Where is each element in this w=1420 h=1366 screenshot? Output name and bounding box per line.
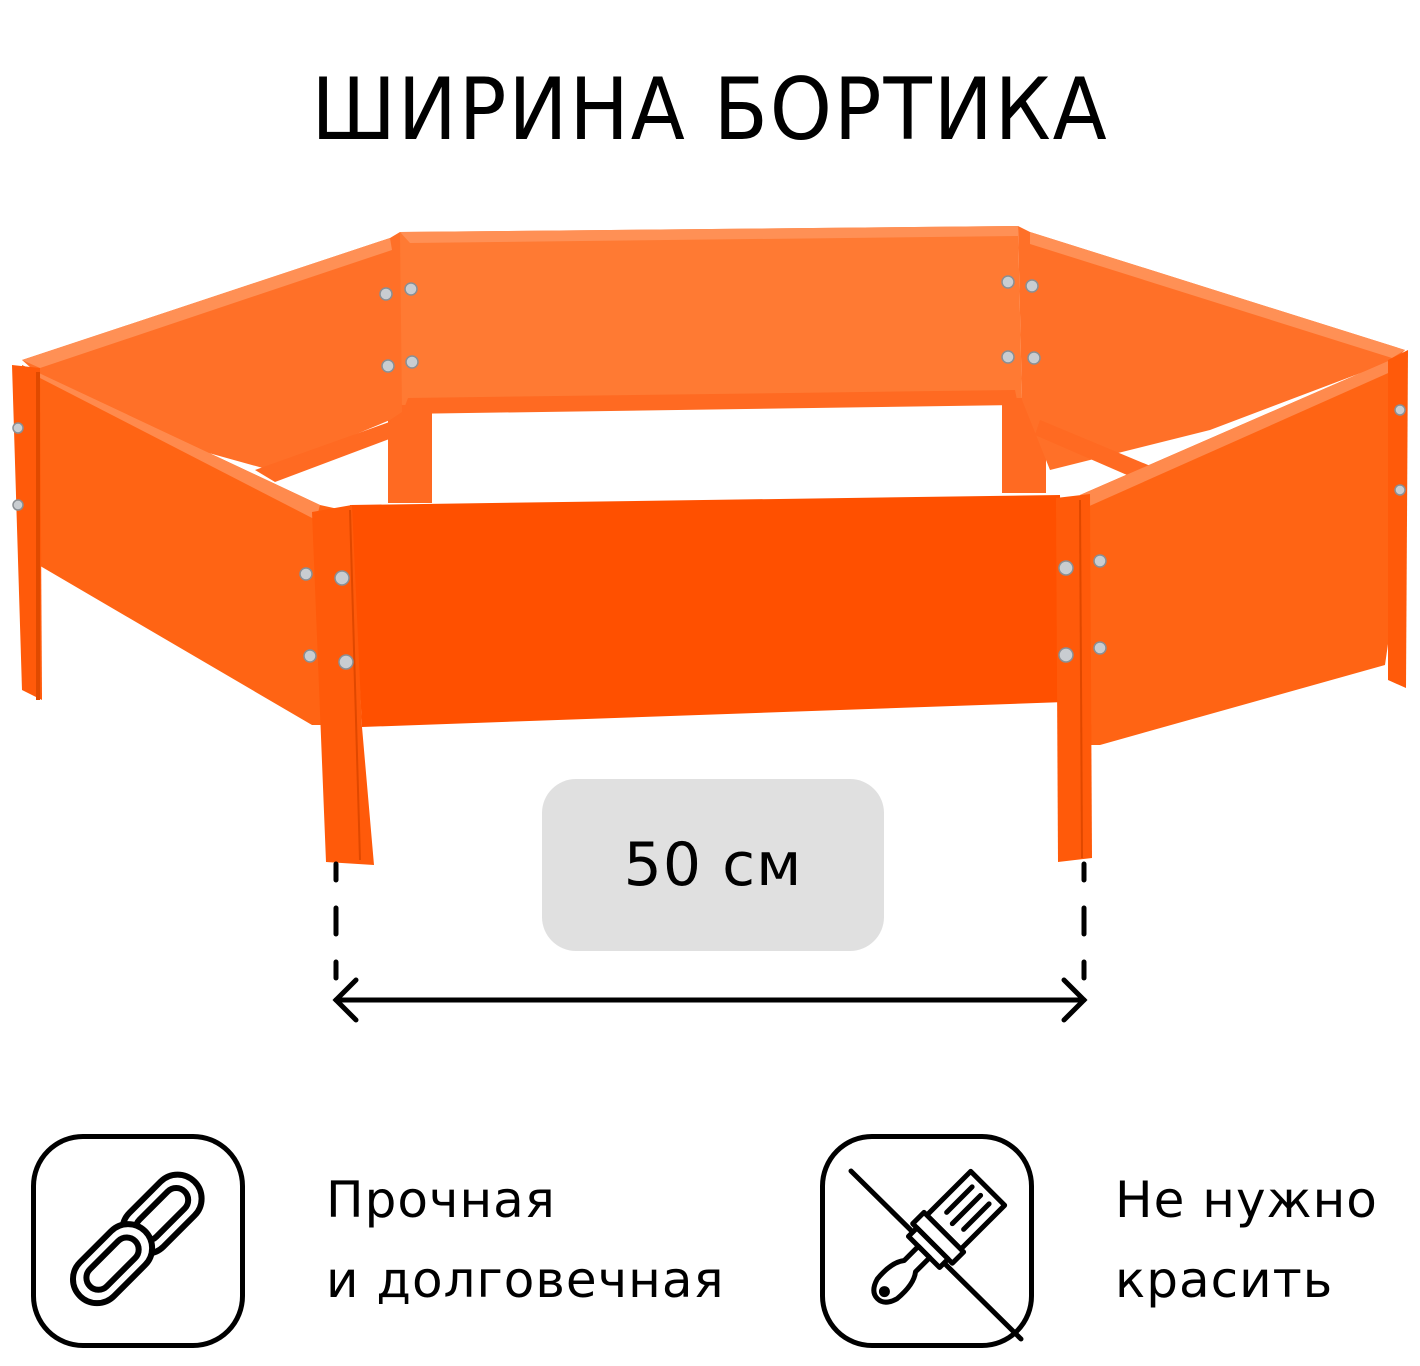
feature-durable-line2: и долговечная <box>326 1251 725 1309</box>
feature-durable-text: Прочная и долговечная <box>326 1160 725 1320</box>
garden-bed-image <box>12 226 1408 865</box>
feature-no-paint-text: Не нужно красить <box>1115 1160 1378 1320</box>
no-paint-feature-icon <box>820 1134 1034 1348</box>
back-right-panel <box>1018 226 1405 485</box>
front-left-panel <box>12 365 358 725</box>
dimension-arrow <box>332 861 1088 1023</box>
feature-no-paint-line1: Не нужно <box>1115 1171 1378 1229</box>
dimension-label: 50 см <box>623 830 803 900</box>
bolts <box>12 275 1406 670</box>
front-panel <box>312 494 1092 865</box>
feature-no-paint-line2: красить <box>1115 1251 1334 1309</box>
feature-durable-line1: Прочная <box>326 1171 556 1229</box>
no-paint-brush-icon <box>848 1168 1024 1342</box>
chain-link-icon <box>69 1171 205 1307</box>
back-panel <box>388 226 1046 503</box>
page-title: ШИРИНА БОРТИКА <box>311 59 1109 160</box>
front-right-panel <box>1080 350 1408 745</box>
dimension-badge: 50 см <box>542 779 884 951</box>
chain-link-feature-icon <box>31 1134 245 1348</box>
